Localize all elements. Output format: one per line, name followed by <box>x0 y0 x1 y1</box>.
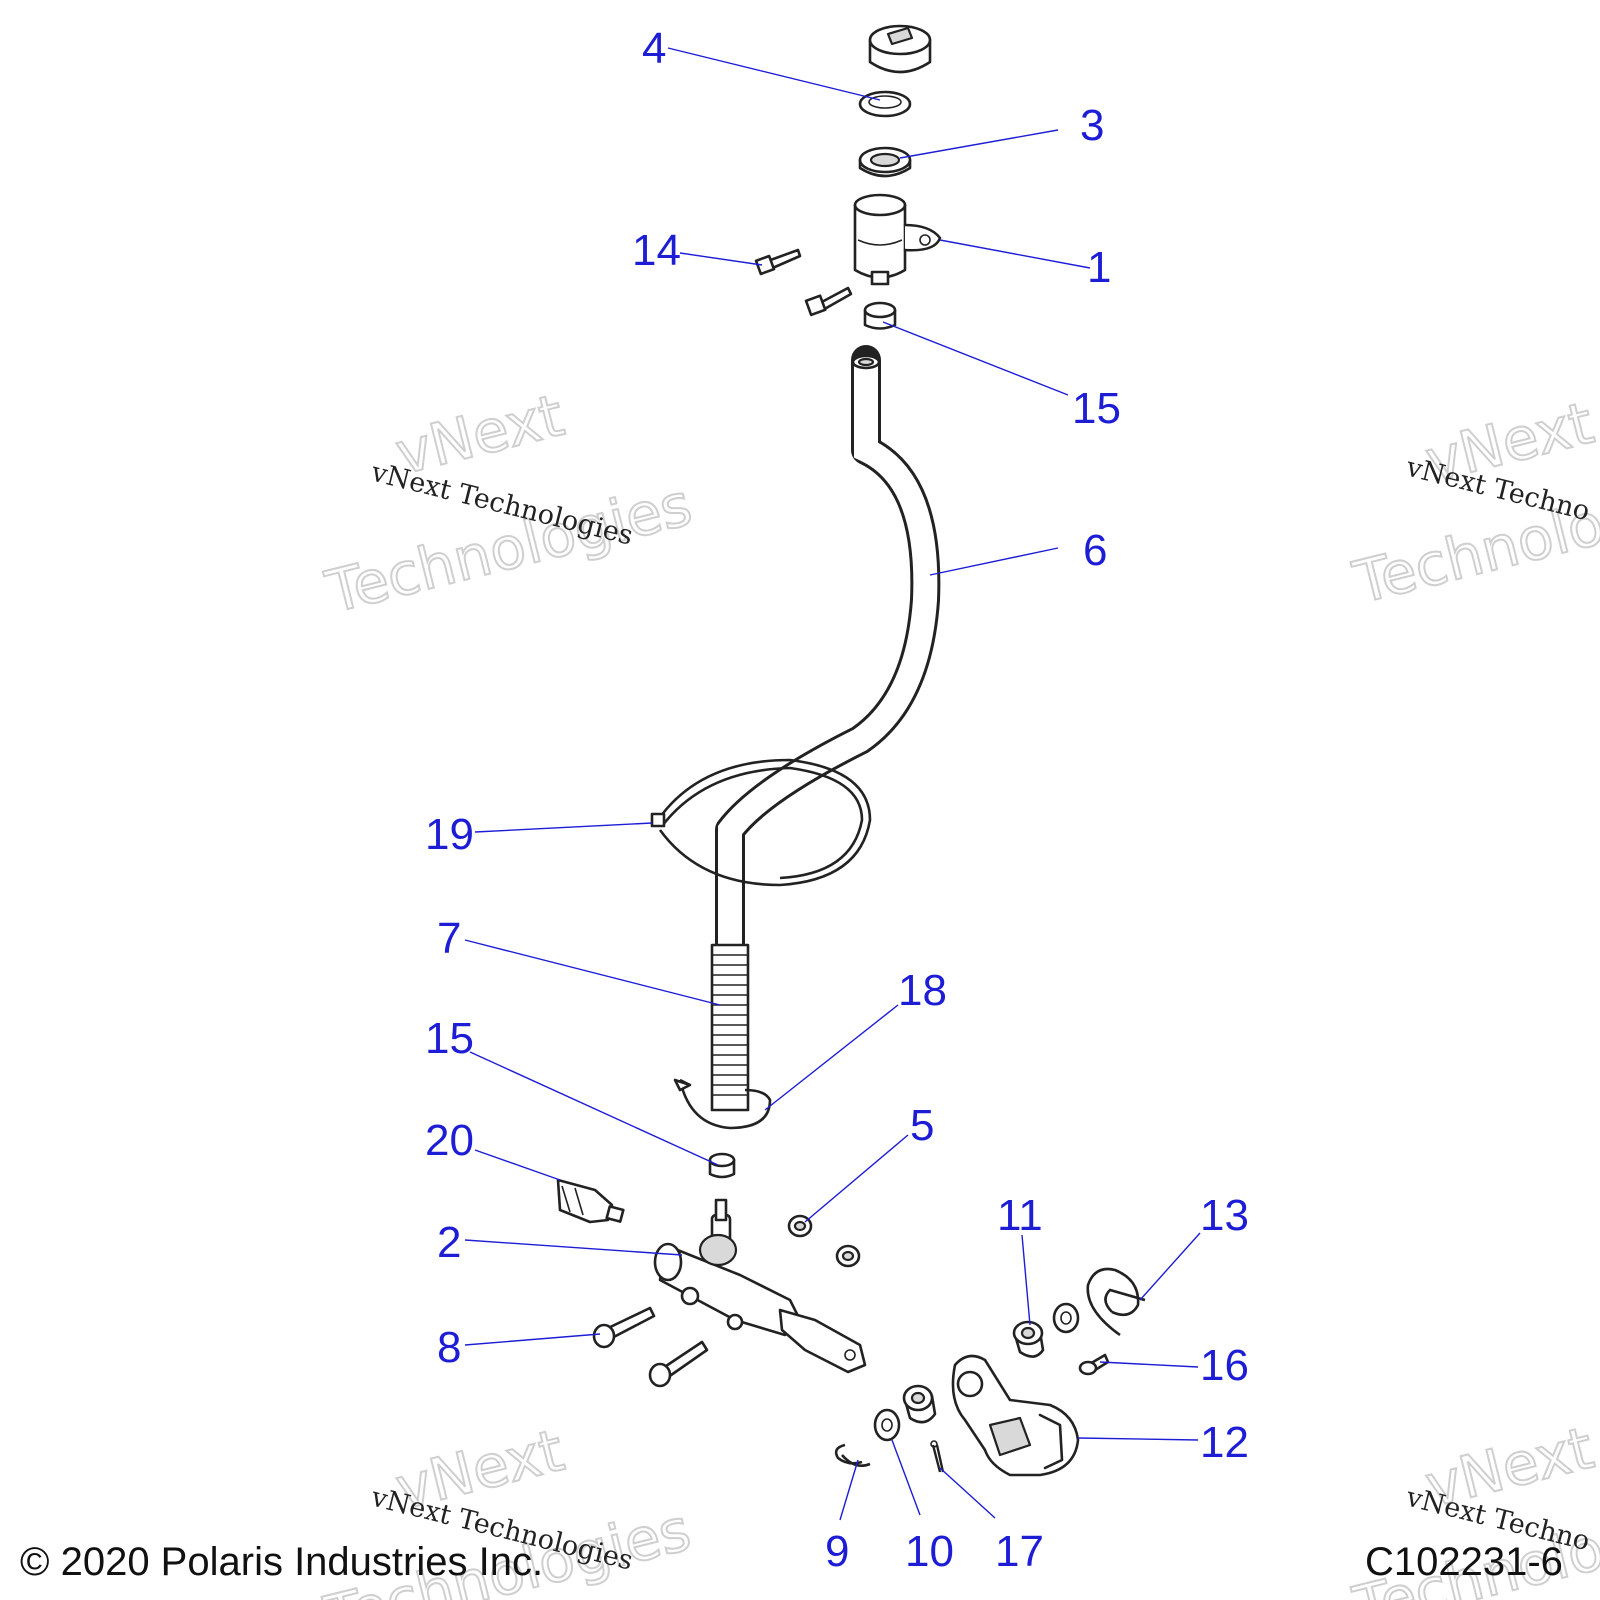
callout-7: 7 <box>437 914 461 963</box>
callout-15b: 15 <box>425 1014 474 1063</box>
washer-upper <box>1052 1302 1080 1334</box>
callout-13: 13 <box>1200 1191 1249 1240</box>
master-cylinder <box>653 1198 867 1374</box>
nut-5b <box>835 1244 861 1268</box>
hose-spring-guard <box>710 943 750 1112</box>
watermark-right-top: vNext Technolo vNext Techno <box>1346 388 1600 618</box>
leader-6 <box>929 547 1059 576</box>
leader-14 <box>679 252 763 266</box>
leader-18 <box>764 1004 899 1111</box>
leader-10 <box>891 1439 921 1516</box>
screw-14a <box>754 248 802 276</box>
hose <box>715 345 941 960</box>
callout-4: 4 <box>642 24 666 73</box>
callout-1: 1 <box>1087 243 1111 292</box>
callout-3: 3 <box>1080 101 1104 150</box>
leader-1 <box>939 239 1091 269</box>
leader-19 <box>474 822 653 833</box>
leader-lines <box>464 47 1201 1521</box>
callout-labels: 4 3 14 1 15 6 19 7 18 15 5 20 2 11 13 8 … <box>425 24 1249 1576</box>
callout-17: 17 <box>995 1527 1044 1576</box>
leader-2 <box>464 1239 683 1256</box>
callout-14: 14 <box>632 226 681 275</box>
pedal-arm <box>951 1354 1080 1477</box>
leader-17 <box>939 1467 996 1519</box>
bushing <box>1012 1320 1045 1358</box>
hose-clamp-bottom <box>708 1152 736 1179</box>
callout-11: 11 <box>997 1191 1043 1240</box>
callout-6: 6 <box>1083 526 1107 575</box>
cotter-pin <box>930 1440 945 1473</box>
tie-strap <box>650 758 872 887</box>
leader-7 <box>464 939 721 1006</box>
leader-5 <box>804 1134 909 1223</box>
callout-18: 18 <box>898 966 947 1015</box>
callout-15a: 15 <box>1072 384 1121 433</box>
leader-9 <box>839 1459 859 1521</box>
leader-16 <box>1099 1361 1199 1368</box>
leader-11 <box>1021 1234 1031 1326</box>
copyright-text: © 2020 Polaris Industries Inc. <box>20 1540 543 1584</box>
callout-8: 8 <box>437 1323 461 1372</box>
callout-9: 9 <box>825 1527 849 1576</box>
diaphragm <box>858 90 912 118</box>
hose-clamp-top <box>863 301 897 330</box>
nut-5a <box>787 1214 813 1238</box>
figure-id: C102231-6 <box>1365 1540 1563 1584</box>
reservoir-cap <box>868 24 932 74</box>
bolt-8a <box>592 1306 656 1349</box>
callout-2: 2 <box>437 1218 461 1267</box>
leader-12 <box>1077 1437 1199 1441</box>
leader-20 <box>474 1149 561 1181</box>
leader-4 <box>667 47 881 101</box>
callout-5: 5 <box>910 1101 934 1150</box>
strap <box>673 1078 772 1130</box>
screw-14b <box>804 286 853 317</box>
callout-20: 20 <box>425 1116 474 1165</box>
leader-13 <box>1139 1232 1201 1301</box>
reservoir <box>853 193 942 286</box>
callout-16: 16 <box>1200 1341 1249 1390</box>
reservoir-plate <box>858 146 912 178</box>
callout-10: 10 <box>905 1527 954 1576</box>
leader-3 <box>899 129 1059 159</box>
watermark-left-top: vNext Technologies vNext Technologies <box>318 380 699 628</box>
spacer <box>902 1384 937 1424</box>
bolt-8b <box>648 1340 709 1388</box>
pressure-switch <box>556 1178 625 1224</box>
clip <box>834 1443 871 1467</box>
leader-15b <box>469 1051 719 1166</box>
washer-10 <box>873 1408 901 1442</box>
callout-12: 12 <box>1200 1418 1249 1467</box>
callout-19: 19 <box>425 810 474 859</box>
pin <box>1078 1353 1110 1376</box>
leader-8 <box>464 1333 601 1346</box>
return-spring <box>1086 1267 1146 1337</box>
leader-15a <box>882 321 1069 396</box>
